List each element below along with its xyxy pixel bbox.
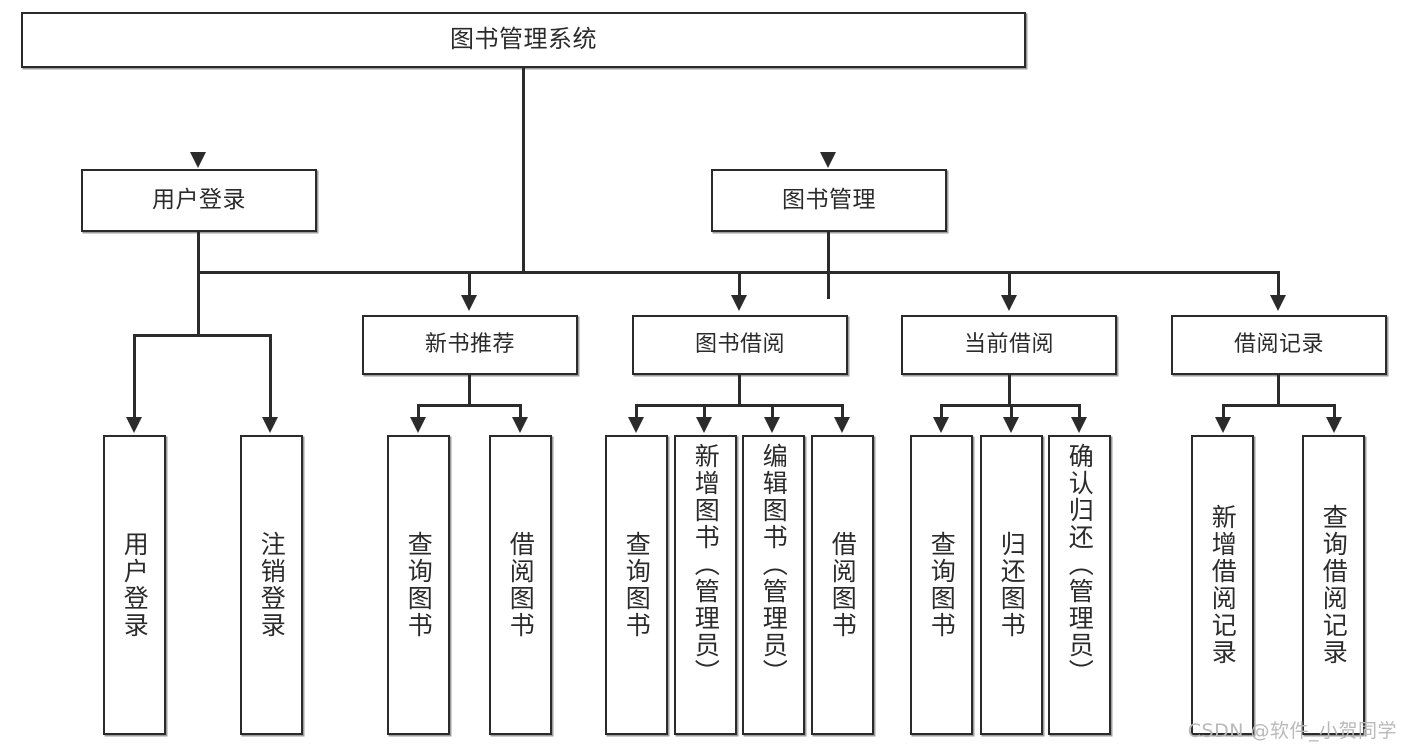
edge-borrow-record-stem bbox=[1277, 375, 1280, 404]
node-leaf-book-borrow-borrow[interactable]: 借阅图书 bbox=[811, 435, 874, 735]
node-leaf-current-borrow-return[interactable]: 归还图书 bbox=[980, 435, 1043, 735]
node-label: 图书管理系统 bbox=[450, 25, 597, 54]
node-leaf-user-login-logout[interactable]: 注销登录 bbox=[240, 435, 303, 735]
node-label: 查询图书 bbox=[622, 531, 652, 639]
edge-new-book-stem bbox=[468, 375, 471, 404]
node-leaf-current-borrow-query[interactable]: 查询图书 bbox=[910, 435, 973, 735]
node-label: 借阅记录 bbox=[1233, 332, 1324, 358]
edge-book-borrow-to-leaf-2 bbox=[703, 404, 706, 419]
node-label: 用户登录 bbox=[120, 531, 150, 639]
edge-current-borrow-stem bbox=[1008, 375, 1011, 404]
edge-book-borrow-bar bbox=[635, 404, 844, 407]
node-label: 编辑图书（管理员） bbox=[759, 443, 789, 686]
edge-book-manage-to-current-borrow bbox=[1008, 271, 1011, 297]
node-leaf-user-login-login[interactable]: 用户登录 bbox=[103, 435, 166, 735]
node-label: 归还图书 bbox=[997, 531, 1027, 639]
node-label: 确认归还（管理员） bbox=[1065, 443, 1095, 686]
node-leaf-current-borrow-confirm[interactable]: 确认归还（管理员） bbox=[1048, 435, 1111, 735]
node-leaf-book-borrow-query[interactable]: 查询图书 bbox=[605, 435, 668, 735]
arrow-icon-book-manage-new-book bbox=[461, 295, 477, 311]
edge-current-borrow-to-leaf-2 bbox=[1010, 404, 1013, 419]
node-leaf-new-book-query[interactable]: 查询图书 bbox=[387, 435, 450, 735]
arrow-icon-borrow-record-leaf-1 bbox=[1215, 417, 1231, 433]
edge-book-manage-to-borrow-record bbox=[1277, 271, 1280, 297]
arrow-icon-root-to-book-manage bbox=[820, 152, 836, 168]
edge-new-book-bar bbox=[417, 404, 522, 407]
node-label: 新增借阅记录 bbox=[1208, 504, 1238, 666]
edge-book-manage-to-book-borrow bbox=[738, 271, 741, 297]
node-root-system[interactable]: 图书管理系统 bbox=[21, 12, 1026, 68]
edge-new-book-to-leaf-1 bbox=[417, 404, 420, 419]
edge-borrow-record-to-leaf-2 bbox=[1333, 404, 1336, 419]
arrow-icon-current-borrow-leaf-1 bbox=[933, 417, 949, 433]
arrow-icon-book-borrow-leaf-3 bbox=[764, 417, 780, 433]
edge-book-manage-bar bbox=[468, 271, 1280, 274]
edge-root-to-book-manage bbox=[827, 271, 830, 299]
edge-book-manage-stem bbox=[827, 232, 830, 271]
node-leaf-new-book-borrow[interactable]: 借阅图书 bbox=[489, 435, 552, 735]
node-leaf-book-borrow-add[interactable]: 新增图书（管理员） bbox=[674, 435, 737, 735]
node-label: 新书推荐 bbox=[424, 332, 515, 358]
edge-user-login-bar bbox=[133, 334, 269, 337]
arrow-icon-new-book-leaf-1 bbox=[410, 417, 426, 433]
node-leaf-book-borrow-edit[interactable]: 编辑图书（管理员） bbox=[742, 435, 805, 735]
node-label: 借阅图书 bbox=[828, 531, 858, 639]
arrow-icon-user-login-leaf-2 bbox=[262, 417, 278, 433]
node-new-book-recommend[interactable]: 新书推荐 bbox=[362, 315, 578, 375]
arrow-icon-book-manage-book-borrow bbox=[731, 295, 747, 311]
node-label: 查询图书 bbox=[404, 531, 434, 639]
edge-current-borrow-to-leaf-1 bbox=[940, 404, 943, 419]
edge-book-borrow-to-leaf-3 bbox=[771, 404, 774, 419]
node-label: 借阅图书 bbox=[506, 531, 536, 639]
arrow-icon-new-book-leaf-2 bbox=[512, 417, 528, 433]
node-label: 用户登录 bbox=[152, 187, 246, 214]
arrow-icon-borrow-record-leaf-2 bbox=[1326, 417, 1342, 433]
edge-root-stem bbox=[522, 68, 525, 271]
edge-new-book-to-leaf-2 bbox=[519, 404, 522, 419]
node-label: 新增图书（管理员） bbox=[691, 443, 721, 686]
edge-current-borrow-to-leaf-3 bbox=[1078, 404, 1081, 419]
node-current-borrow[interactable]: 当前借阅 bbox=[901, 315, 1117, 375]
node-book-borrow[interactable]: 图书借阅 bbox=[632, 315, 848, 375]
node-label: 注销登录 bbox=[257, 531, 287, 639]
node-label: 当前借阅 bbox=[963, 332, 1054, 358]
arrow-icon-book-borrow-leaf-1 bbox=[628, 417, 644, 433]
edge-borrow-record-bar bbox=[1222, 404, 1336, 407]
arrow-icon-book-manage-current-borrow bbox=[1001, 295, 1017, 311]
node-label: 查询借阅记录 bbox=[1319, 504, 1349, 666]
edge-borrow-record-to-leaf-1 bbox=[1222, 404, 1225, 419]
edge-user-login-to-leaf-2 bbox=[269, 334, 272, 419]
node-label: 图书借阅 bbox=[694, 332, 785, 358]
arrow-icon-book-manage-borrow-record bbox=[1270, 295, 1286, 311]
edge-user-login-stem bbox=[197, 232, 200, 334]
arrow-icon-book-borrow-leaf-4 bbox=[834, 417, 850, 433]
edge-book-manage-to-new-book bbox=[468, 271, 471, 297]
node-user-login[interactable]: 用户登录 bbox=[81, 169, 317, 232]
arrow-icon-book-borrow-leaf-2 bbox=[696, 417, 712, 433]
node-book-management[interactable]: 图书管理 bbox=[711, 169, 947, 232]
arrow-icon-user-login-leaf-1 bbox=[126, 417, 142, 433]
node-borrow-record[interactable]: 借阅记录 bbox=[1171, 315, 1387, 375]
arrow-icon-current-borrow-leaf-2 bbox=[1003, 417, 1019, 433]
node-label: 查询图书 bbox=[927, 531, 957, 639]
arrow-icon-root-to-user-login bbox=[190, 152, 206, 168]
edge-user-login-to-leaf-1 bbox=[133, 334, 136, 419]
edge-book-borrow-stem bbox=[738, 375, 741, 404]
node-leaf-borrow-record-add[interactable]: 新增借阅记录 bbox=[1191, 435, 1254, 735]
edge-book-borrow-to-leaf-1 bbox=[635, 404, 638, 419]
arrow-icon-current-borrow-leaf-3 bbox=[1071, 417, 1087, 433]
node-label: 图书管理 bbox=[782, 187, 876, 214]
edge-book-borrow-to-leaf-4 bbox=[841, 404, 844, 419]
node-leaf-borrow-record-query[interactable]: 查询借阅记录 bbox=[1302, 435, 1365, 735]
